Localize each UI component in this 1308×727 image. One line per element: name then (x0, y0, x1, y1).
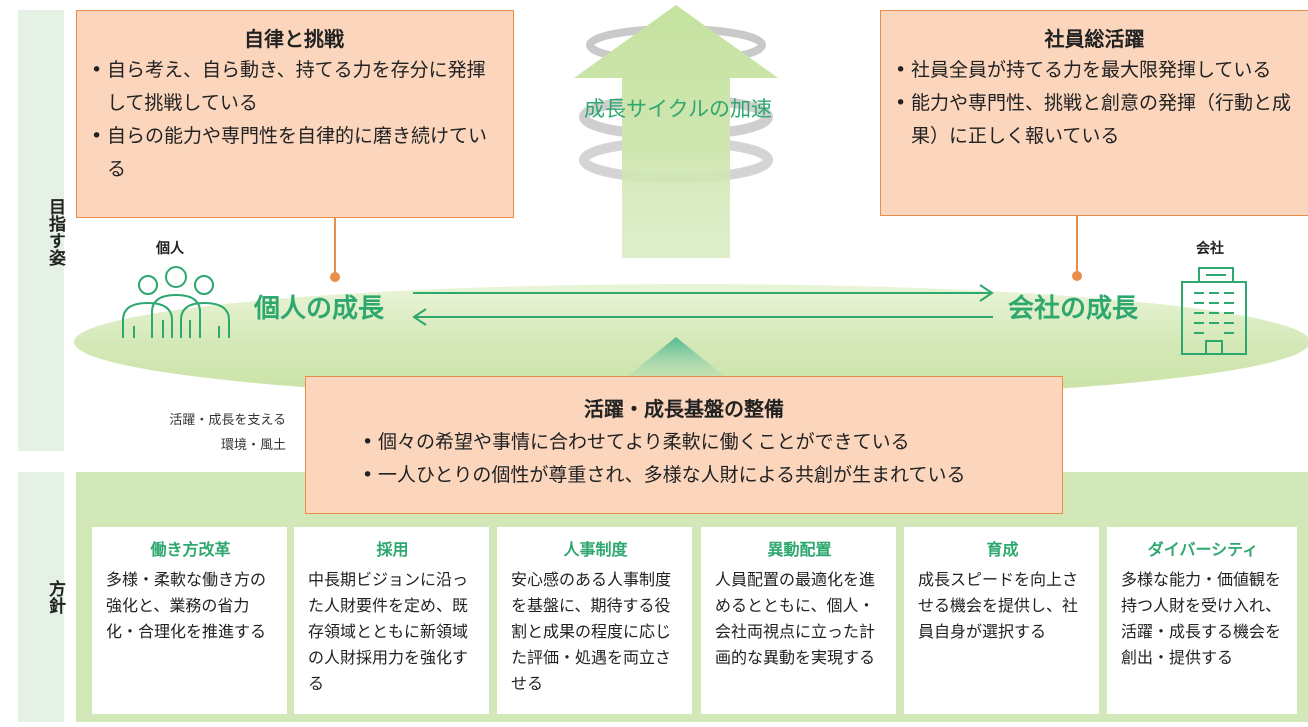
policy-card-workstyle: 働き方改革 多様・柔軟な働き方の強化と、業務の省力化・合理化を推進する (92, 527, 287, 714)
policy-body: 成長スピードを向上させる機会を提供し、社員自身が選択する (918, 570, 1079, 641)
all-employee-item-2: 能力や専門性、挑戦と創意の発揮（行動と成果）に正しく報いている (893, 87, 1296, 153)
all-employee-box: 社員総活躍 社員全員が持てる力を最大限発揮している 能力や専門性、挑戦と創意の発… (880, 10, 1308, 216)
aim-side-label: 目指す姿 (45, 198, 65, 266)
autonomy-item-2: 自らの能力や専門性を自律的に磨き続けている (89, 120, 499, 186)
support-label-2: 環境・風土 (220, 438, 286, 453)
policy-body: 中長期ビジョンに沿った人財要件を定め、既存領域とともに新領域の人財採用力を強化す… (308, 570, 469, 693)
individual-growth-label: 個人の成長 (254, 294, 385, 324)
policy-title: ダイバーシティ (1147, 540, 1259, 559)
policy-body: 多様な能力・価値観を持つ人財を受け入れ、活躍・成長する機会を創出・提供する (1121, 570, 1282, 667)
individual-label: 個人 (156, 241, 184, 257)
company-label: 会社 (1196, 241, 1224, 257)
autonomy-challenge-title: 自律と挑戦 (244, 27, 344, 51)
autonomy-item-1: 自ら考え、自ら動き、持てる力を存分に発揮して挑戦している (89, 54, 499, 120)
policy-title: 育成 (986, 540, 1019, 559)
policy-body: 安心感のある人事制度を基盤に、期待する役割と成果の程度に応じた評価・処遇を両立さ… (511, 570, 672, 693)
all-employee-item-1: 社員全員が持てる力を最大限発揮している (893, 54, 1296, 87)
foundation-item-2: 一人ひとりの個性が尊重され、多様な人財による共創が生まれている (360, 459, 1042, 492)
policy-card-recruitment: 採用 中長期ビジョンに沿った人財要件を定め、既存領域とともに新領域の人財採用力を… (294, 527, 489, 714)
policy-body: 多様・柔軟な働き方の強化と、業務の省力化・合理化を推進する (106, 570, 267, 641)
policy-card-development: 育成 成長スピードを向上させる機会を提供し、社員自身が選択する (904, 527, 1099, 714)
growth-cycle-arrow (502, 5, 850, 260)
policy-side-band: 方針 (18, 472, 65, 722)
all-employee-title: 社員総活躍 (1044, 27, 1145, 51)
building-icon (1181, 267, 1247, 355)
foundation-title: 活躍・成長基盤の整備 (584, 397, 784, 421)
company-growth-label: 会社の成長 (1008, 294, 1139, 324)
growth-platform-ellipse (74, 284, 1308, 400)
foundation-box: 活躍・成長基盤の整備 個々の希望や事情に合わせてより柔軟に働くことができている … (305, 376, 1063, 514)
policy-card-hr-system: 人事制度 安心感のある人事制度を基盤に、期待する役割と成果の程度に応じた評価・処… (497, 527, 692, 714)
autonomy-challenge-box: 自律と挑戦 自ら考え、自ら動き、持てる力を存分に発揮して挑戦している 自らの能力… (76, 10, 514, 218)
support-up-arrow (628, 337, 724, 376)
support-label-1: 活躍・成長を支える (169, 413, 286, 428)
people-icon (122, 266, 230, 338)
policy-title: 働き方改革 (150, 540, 231, 559)
policy-title: 採用 (376, 540, 409, 559)
policy-body: 人員配置の最適化を進めるとともに、個人・会社両視点に立った計画的な異動を実現する (715, 570, 876, 667)
policy-side-label: 方針 (45, 580, 65, 614)
policy-card-transfer: 異動配置 人員配置の最適化を進めるとともに、個人・会社両視点に立った計画的な異動… (701, 527, 896, 714)
policy-title: 人事制度 (563, 540, 628, 559)
policy-title: 異動配置 (767, 540, 832, 559)
policy-card-diversity: ダイバーシティ 多様な能力・価値観を持つ人財を受け入れ、活躍・成長する機会を創出… (1107, 527, 1297, 714)
growth-exchange-arrows (412, 284, 994, 326)
foundation-item-1: 個々の希望や事情に合わせてより柔軟に働くことができている (360, 426, 1042, 459)
growth-cycle-label: 成長サイクルの加速 (584, 97, 772, 121)
aim-side-band: 目指す姿 (18, 10, 65, 451)
